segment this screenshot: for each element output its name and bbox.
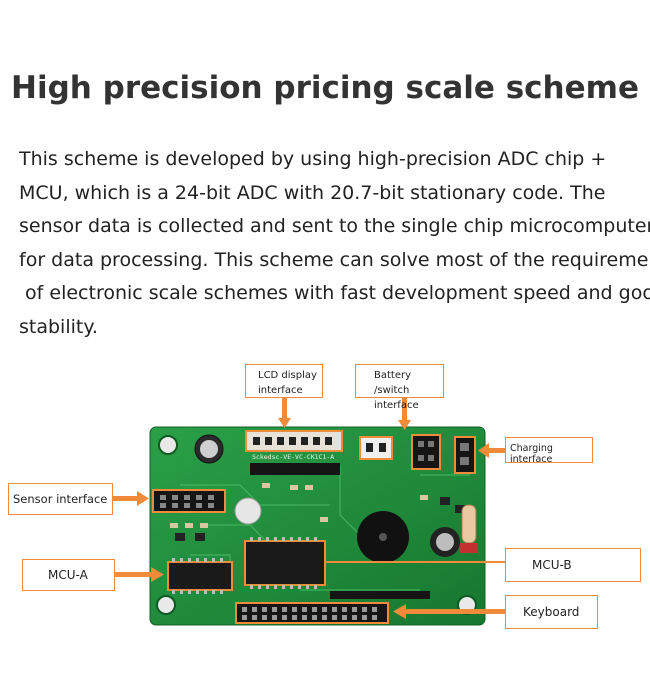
arrow-mcu-a xyxy=(115,572,153,577)
arrowhead-mcu-a xyxy=(151,567,164,582)
mount-hole xyxy=(156,595,176,615)
arrowhead-sensor xyxy=(137,491,149,506)
description-paragraph: This scheme is developed by using high-p… xyxy=(19,143,650,344)
arrow-battery xyxy=(402,398,407,422)
description-line: sensor data is collected and sent to the… xyxy=(19,215,650,237)
lcd-interface-label: LCD display interface xyxy=(245,364,323,398)
pin-header xyxy=(330,591,430,599)
pcb-traces xyxy=(180,465,470,591)
charging-interface-label: Charging interface xyxy=(505,437,593,465)
smd-components xyxy=(170,483,428,528)
sensor-interface-label: Sensor interface xyxy=(8,483,113,515)
description-line: MCU, which is a 24-bit ADC with 20.7-bit… xyxy=(19,181,606,204)
arrowhead-keyboard xyxy=(393,604,406,619)
battery-label-line1: Battery /switch xyxy=(374,370,412,396)
lcd-label-line1: LCD display xyxy=(258,370,317,381)
battery-switch-interface-label: Battery /switch interface xyxy=(355,364,444,411)
battery-label-line2: interface xyxy=(374,400,419,411)
resistor xyxy=(461,504,477,544)
mcu-a-label: MCU-A xyxy=(22,559,115,591)
description-line: for data processing. This scheme can sol… xyxy=(19,248,650,271)
mount-hole xyxy=(158,435,178,455)
mcu-b-label: MCU-B xyxy=(505,548,641,582)
description-line: stability. xyxy=(19,315,98,338)
arrow-lcd xyxy=(282,398,287,420)
sensor-header xyxy=(152,489,226,513)
lcd-label-line2: interface xyxy=(258,385,303,396)
arrowhead-charging xyxy=(478,443,489,458)
lcd-header-pins xyxy=(253,437,332,445)
pcb-board xyxy=(149,426,486,626)
switch-connector xyxy=(411,434,441,470)
battery-connector xyxy=(359,436,393,460)
charging-connector xyxy=(454,436,476,474)
pcb-diagram: Sckedsc-VE-VC-CK1C1-A xyxy=(0,355,650,655)
description-line: of electronic scale schemes with fast de… xyxy=(19,282,650,304)
arrow-charging xyxy=(488,448,505,453)
arrowhead-lcd xyxy=(278,418,291,428)
arrow-sensor xyxy=(113,496,139,501)
mcu-a-chip xyxy=(167,561,233,591)
arrow-keyboard xyxy=(405,609,505,614)
description-line: This scheme is developed by using high-p… xyxy=(19,148,607,170)
pcb-board-illustration: Sckedsc-VE-VC-CK1C1-A xyxy=(113,398,505,626)
pin-header xyxy=(250,463,340,475)
keyboard-label: Keyboard xyxy=(505,595,598,629)
capacitor xyxy=(234,497,262,525)
page-title: High precision pricing scale scheme xyxy=(11,70,639,106)
board-silkscreen: Sckedsc-VE-VC-CK1C1-A xyxy=(252,453,334,461)
arrowhead-battery xyxy=(398,420,411,430)
mcu-b-chip xyxy=(244,540,326,586)
callout-arrows xyxy=(113,398,505,619)
